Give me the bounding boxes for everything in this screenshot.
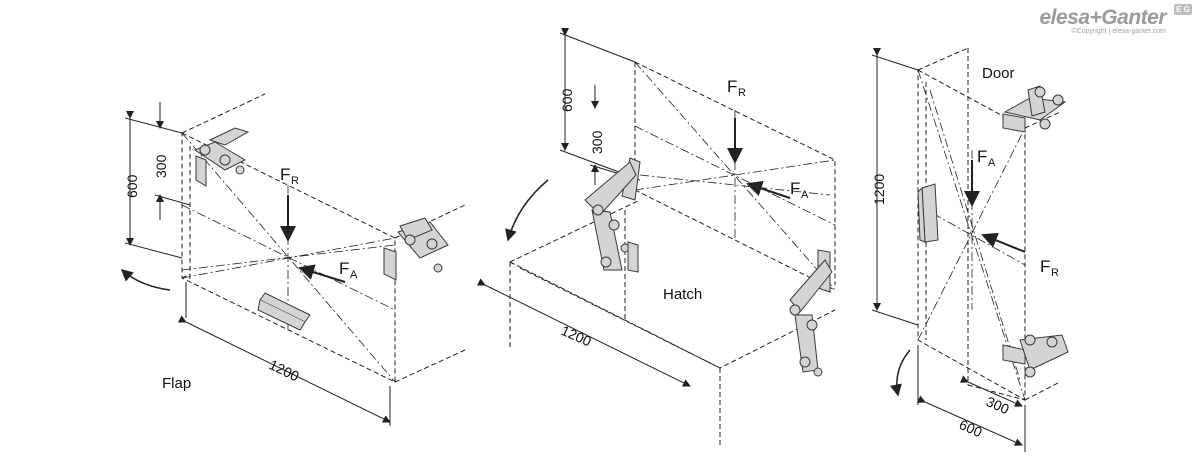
- door-dim-width: 600: [957, 416, 985, 440]
- hatch-dim-width: 1200: [559, 322, 594, 349]
- hatch-dim-height: 600: [559, 88, 575, 112]
- hatch-diagonals: [634, 61, 836, 291]
- flap-rotation-arrow: [120, 269, 171, 291]
- door-hinge-top: [1002, 85, 1067, 133]
- door-dim-half: 300: [984, 393, 1012, 417]
- hatch-box-outline: [509, 61, 836, 446]
- hatch-label: Hatch: [663, 286, 702, 303]
- hatch-axial-force-arrow: [746, 180, 791, 199]
- door-hinge-bottom: [1002, 334, 1069, 378]
- door-rotation-arrow: [890, 349, 911, 397]
- brand-copyright: ©Copyright | elesa-ganter.com: [1071, 28, 1166, 35]
- hatch-force-axial: F: [790, 179, 800, 198]
- flap-dim-height: 600: [124, 174, 140, 198]
- brand-name: elesa+Ganter: [1039, 6, 1166, 29]
- flap-force-axial-sub: A: [350, 269, 358, 281]
- hatch-diagram: [476, 28, 836, 446]
- flap-handle: [257, 292, 311, 331]
- brand-logo: elesa+Ganter ©Copyright | elesa-ganter.c…: [1039, 6, 1166, 35]
- hatch-rotation-arrow: [505, 179, 549, 242]
- flap-dim-width: 1200: [267, 356, 302, 384]
- flap-dim-half: 300: [153, 154, 169, 178]
- door-radial-force-arrow: [981, 232, 1026, 253]
- door-dimension-lines: [871, 48, 1026, 452]
- hatch-force-radial: F: [727, 77, 737, 96]
- flap-axial-force-arrow: [298, 264, 346, 283]
- door-handle: [917, 183, 939, 243]
- flap-force-radial-sub: R: [291, 175, 299, 187]
- flap-hinge-right: [383, 217, 449, 281]
- door-dim-height: 1200: [871, 174, 887, 205]
- flap-diagram: [120, 93, 466, 426]
- hatch-dim-half: 300: [589, 130, 605, 154]
- hatch-hinge-left: [584, 157, 641, 273]
- flap-force-axial: F: [339, 259, 349, 278]
- hatch-hinge-right: [789, 249, 833, 377]
- hatch-force-radial-sub: R: [738, 87, 746, 99]
- brand-badge: E G: [1174, 4, 1192, 15]
- door-diagram: [871, 47, 1061, 452]
- door-force-axial: F: [977, 147, 987, 166]
- hatch-force-axial-sub: A: [801, 189, 809, 201]
- flap-hinge-left: [193, 127, 250, 187]
- door-force-axial-sub: A: [988, 157, 996, 169]
- door-force-radial-sub: R: [1051, 267, 1059, 279]
- flap-dimension-lines: [124, 102, 391, 426]
- flap-label: Flap: [162, 375, 191, 392]
- flap-force-radial: F: [280, 165, 290, 184]
- door-force-radial: F: [1040, 257, 1050, 276]
- door-label: Door: [982, 65, 1015, 82]
